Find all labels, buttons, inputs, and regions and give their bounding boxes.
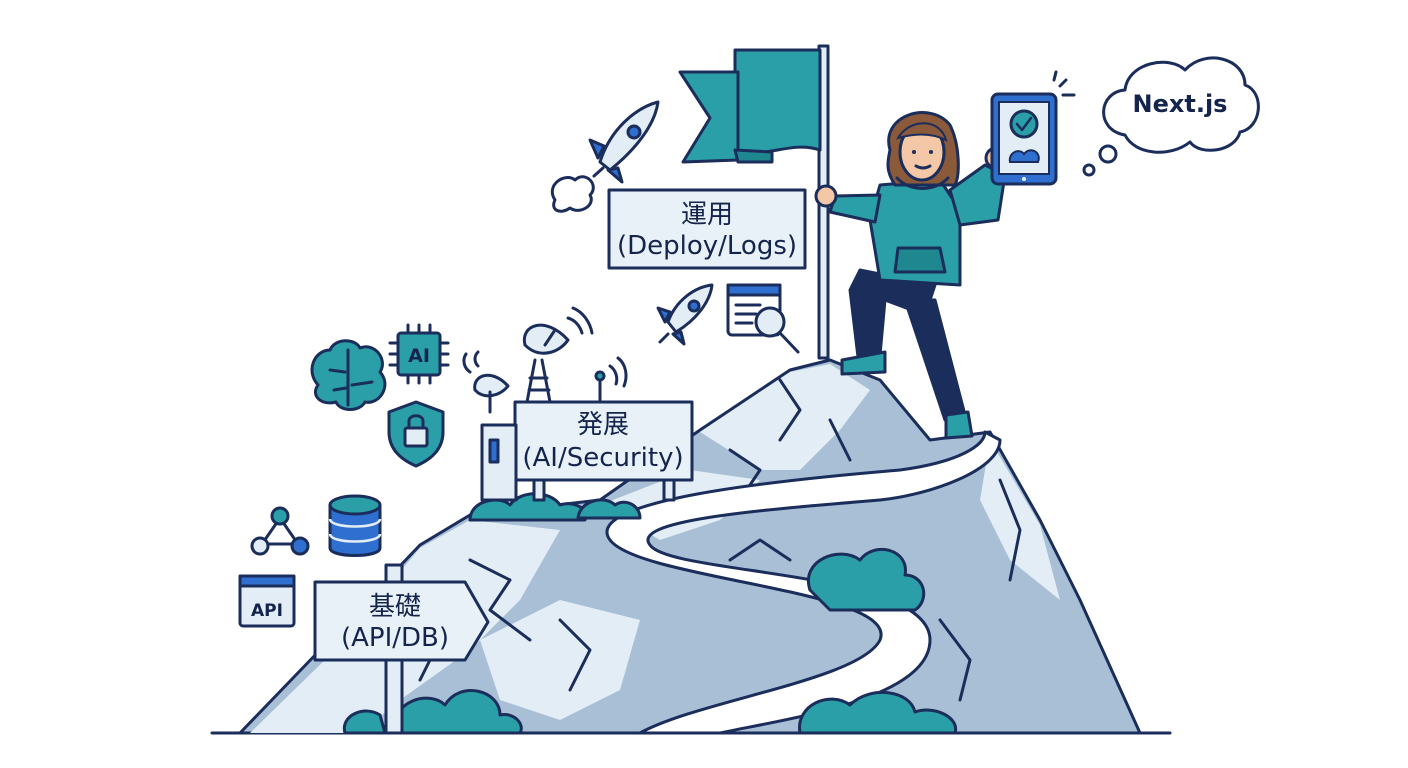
- sign-growth: 発展 (AI/Security): [513, 400, 694, 502]
- api-window-icon: API: [238, 574, 296, 628]
- sign-foundation: 基礎 (API/DB): [313, 563, 490, 735]
- sign-growth-subtitle: (AI/Security): [522, 443, 683, 473]
- sign-foundation-subtitle: (API/DB): [341, 623, 449, 653]
- sign-operations: 運用 (Deploy/Logs): [607, 188, 807, 270]
- database-icon: [328, 494, 382, 557]
- person-climber: [814, 111, 1008, 440]
- tablet-icon: [990, 70, 1076, 186]
- sign-foundation-title: 基礎: [369, 592, 421, 622]
- thought-bubble: Next.js: [1082, 56, 1260, 177]
- rocket-icon: [551, 100, 660, 213]
- sign-growth-title: 発展: [577, 410, 629, 440]
- sign-operations-title: 運用: [681, 200, 733, 230]
- satellite-tower: [462, 306, 628, 502]
- brain-icon: [310, 339, 387, 411]
- log-search-icon: [726, 283, 800, 354]
- ai-chip-label: AI: [408, 345, 430, 367]
- api-label: API: [251, 601, 283, 621]
- network-nodes-icon: [250, 506, 310, 556]
- ai-chip-icon: AI: [388, 323, 450, 385]
- sign-operations-subtitle: (Deploy/Logs): [617, 231, 797, 261]
- shield-lock-icon: [387, 400, 445, 468]
- thought-bubble-text: Next.js: [1133, 90, 1228, 118]
- rocket-icon-small: [656, 283, 714, 346]
